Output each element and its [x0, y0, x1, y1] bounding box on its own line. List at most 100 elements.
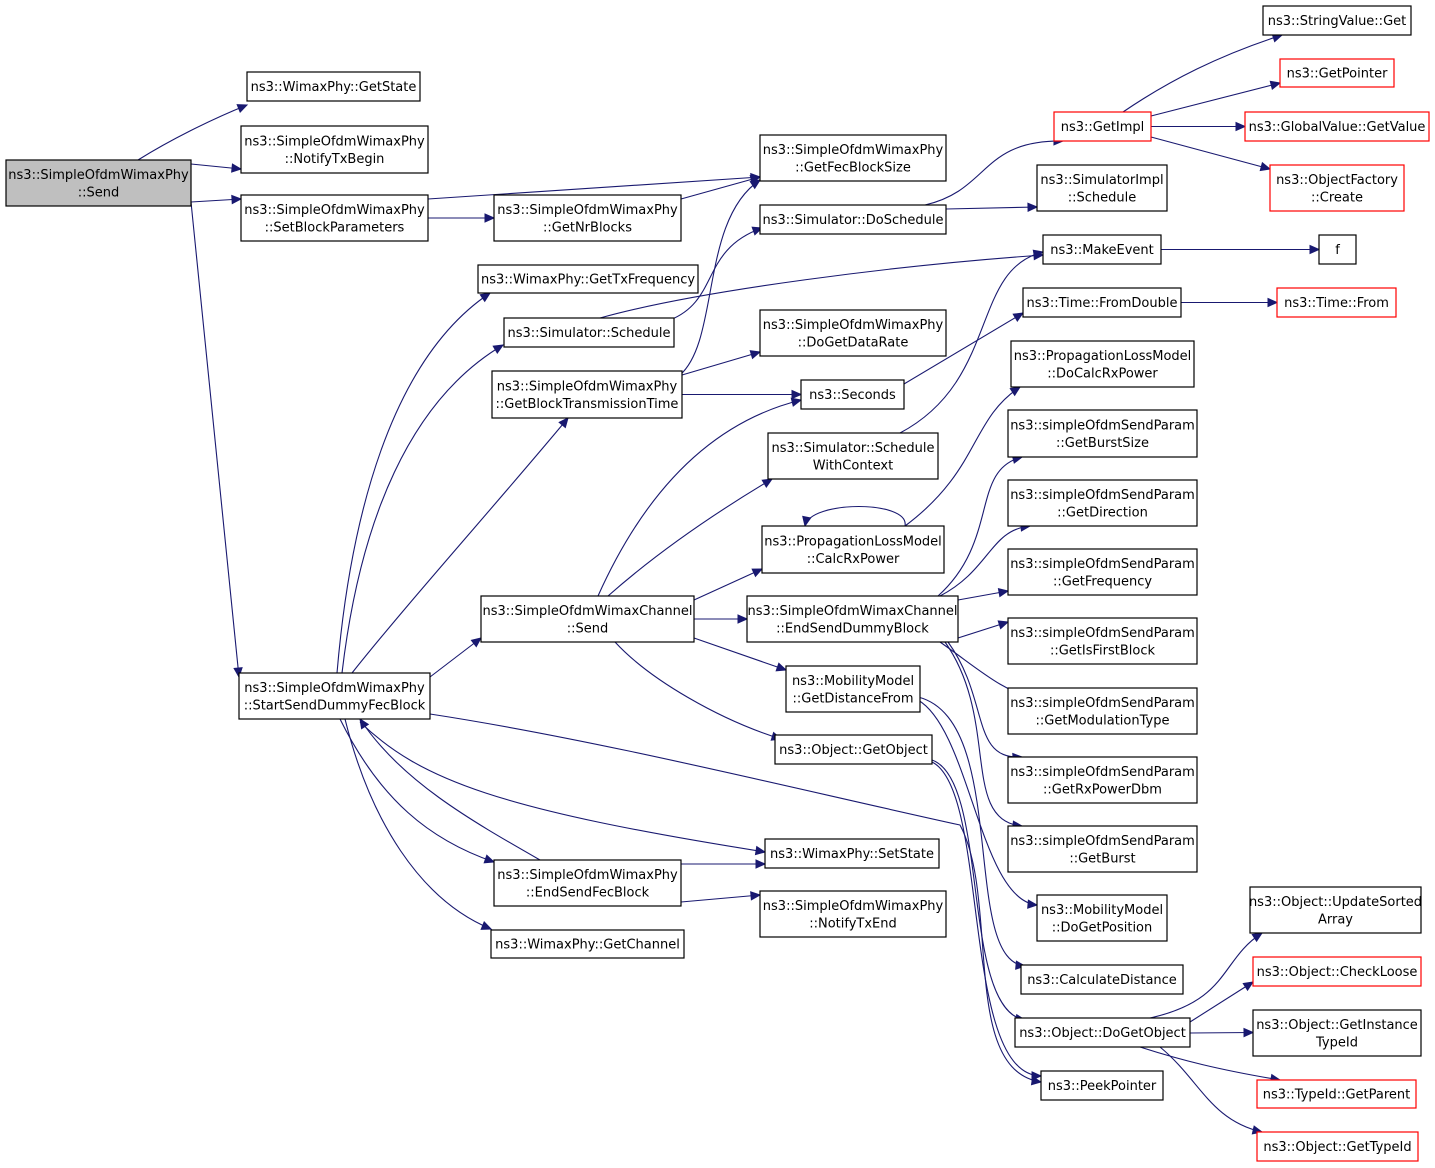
node-get-nr-blocks[interactable]: ns3::SimpleOfdmWimaxPhy::GetNrBlocks [493, 194, 682, 242]
node-get-channel[interactable]: ns3::WimaxPhy::GetChannel [490, 929, 685, 959]
node-box [1007, 617, 1198, 665]
node-label: ::GetModulationType [1036, 713, 1170, 728]
node-get-burst-size[interactable]: ns3::simpleOfdmSendParam::GetBurstSize [1007, 409, 1198, 458]
node-sim-impl-schedule[interactable]: ns3::SimulatorImpl::Schedule [1036, 164, 1168, 212]
edge-channel-send-to-end-send-dummy-arrowhead [737, 614, 749, 624]
node-box [1053, 111, 1152, 142]
node-get-object[interactable]: ns3::Object::GetObject [774, 734, 933, 765]
node-root[interactable]: ns3::SimpleOfdmWimaxPhy::Send [5, 159, 192, 207]
edge-calc-rx-power-to-calc-rx-power-arrowhead [802, 515, 812, 528]
edge-channel-send-to-calc-rx-power-arrowhead [751, 568, 764, 578]
node-set-block-params[interactable]: ns3::SimpleOfdmWimaxPhy::SetBlockParamet… [240, 194, 429, 242]
node-f[interactable]: f [1318, 234, 1357, 265]
node-box [1256, 1079, 1417, 1109]
node-get-impl[interactable]: ns3::GetImpl [1053, 111, 1152, 142]
node-peek-pointer[interactable]: ns3::PeekPointer [1040, 1070, 1164, 1101]
node-type-id-get-parent[interactable]: ns3::TypeId::GetParent [1256, 1079, 1417, 1109]
node-object-get-type-id[interactable]: ns3::Object::GetTypeId [1256, 1131, 1419, 1162]
edge-end-send-dummy-to-get-rx-power-dbm [947, 641, 1023, 758]
node-label: ns3::simpleOfdmSendParam [1010, 765, 1195, 780]
node-get-dist-from[interactable]: ns3::MobilityModel::GetDistanceFrom [785, 665, 921, 713]
node-label: ::GetFrequency [1053, 574, 1152, 589]
node-label: ::SetBlockParameters [265, 220, 405, 235]
node-get-is-first-block[interactable]: ns3::simpleOfdmSendParam::GetIsFirstBloc… [1007, 617, 1198, 665]
node-get-burst[interactable]: ns3::simpleOfdmSendParam::GetBurst [1007, 825, 1198, 873]
node-make-event[interactable]: ns3::MakeEvent [1042, 234, 1162, 265]
node-do-calc-rx-power[interactable]: ns3::PropagationLossModel::DoCalcRxPower [1010, 340, 1195, 388]
node-time-from[interactable]: ns3::Time::From [1276, 287, 1397, 318]
node-channel-send[interactable]: ns3::SimpleOfdmWimaxChannel::Send [480, 595, 695, 643]
node-get-fec-block-size[interactable]: ns3::SimpleOfdmWimaxPhy::GetFecBlockSize [759, 134, 947, 182]
node-box [240, 125, 429, 174]
node-box [761, 525, 945, 574]
edge-do-get-object-to-get-instance-type-id [1189, 1031, 1254, 1034]
edge-start-send-to-get-channel [344, 718, 492, 930]
node-box [1007, 479, 1198, 527]
edge-end-send-dummy-to-get-burst [944, 641, 1023, 827]
node-label: ns3::Simulator::Schedule [771, 441, 934, 456]
node-get-frequency[interactable]: ns3::simpleOfdmSendParam::GetFrequency [1007, 548, 1198, 596]
node-get-tx-freq[interactable]: ns3::WimaxPhy::GetTxFrequency [477, 264, 699, 294]
edge-from-double-to-time-from-arrowhead [1267, 297, 1279, 308]
node-seconds[interactable]: ns3::Seconds [800, 379, 905, 410]
node-start-send[interactable]: ns3::SimpleOfdmWimaxPhy::StartSendDummyF… [238, 672, 431, 720]
node-label: ns3::Seconds [809, 388, 896, 403]
node-box [240, 194, 429, 242]
node-sim-schedule[interactable]: ns3::Simulator::Schedule [503, 317, 675, 348]
node-do-get-data-rate[interactable]: ns3::SimpleOfdmWimaxPhy::DoGetDataRate [759, 309, 947, 357]
node-label: ns3::Object::CheckLoose [1257, 965, 1418, 980]
node-get-pointer[interactable]: ns3::GetPointer [1279, 58, 1395, 88]
node-get-direction[interactable]: ns3::simpleOfdmSendParam::GetDirection [1007, 479, 1198, 527]
node-notify-tx-begin[interactable]: ns3::SimpleOfdmWimaxPhy::NotifyTxBegin [240, 125, 429, 174]
node-object-factory-create[interactable]: ns3::ObjectFactory::Create [1269, 164, 1405, 212]
edge-get-dist-from-to-calc-distance [917, 696, 1026, 967]
node-label: ns3::PeekPointer [1048, 1079, 1157, 1094]
node-calc-rx-power[interactable]: ns3::PropagationLossModel::CalcRxPower [761, 525, 945, 574]
edge-channel-send-to-schedule-with-context [607, 478, 773, 597]
node-label: ns3::simpleOfdmSendParam [1010, 834, 1195, 849]
edge-seconds-to-from-double-arrowhead [1012, 312, 1025, 322]
node-label: ns3::Object::GetInstance [1256, 1018, 1418, 1033]
node-box [746, 595, 959, 643]
node-box [246, 71, 421, 102]
node-label: ::Send [78, 185, 120, 200]
edge-do-get-object-to-type-id-get-parent [1139, 1046, 1281, 1081]
node-get-state[interactable]: ns3::WimaxPhy::GetState [246, 71, 421, 102]
node-get-block-tx[interactable]: ns3::SimpleOfdmWimaxPhy::GetBlockTransmi… [491, 370, 683, 419]
node-notify-tx-end[interactable]: ns3::SimpleOfdmWimaxPhy::NotifyTxEnd [759, 890, 947, 938]
edge-root-to-get-state [137, 104, 248, 161]
edge-start-send-to-sim-schedule [341, 344, 504, 674]
node-set-state[interactable]: ns3::WimaxPhy::SetState [764, 838, 940, 869]
node-string-value-get[interactable]: ns3::StringValue::Get [1262, 5, 1412, 36]
node-box [759, 134, 947, 182]
node-label: ::StartSendDummyFecBlock [244, 698, 426, 713]
node-do-schedule[interactable]: ns3::Simulator::DoSchedule [759, 204, 947, 235]
edge-start-send-to-channel-send-arrowhead [470, 637, 482, 648]
node-label: ns3::SimpleOfdmWimaxPhy [244, 681, 425, 696]
node-label: ::GetNrBlocks [543, 220, 632, 235]
node-from-double[interactable]: ns3::Time::FromDouble [1022, 287, 1182, 318]
node-label: ns3::SimpleOfdmWimaxPhy [8, 168, 189, 183]
node-end-send-fec[interactable]: ns3::SimpleOfdmWimaxPhy::EndSendFecBlock [493, 859, 682, 907]
node-check-loose[interactable]: ns3::Object::CheckLoose [1252, 956, 1422, 987]
node-label: ::CalcRxPower [807, 552, 900, 567]
node-get-rx-power-dbm[interactable]: ns3::simpleOfdmSendParam::GetRxPowerDbm [1007, 756, 1198, 804]
node-label: ns3::Simulator::DoSchedule [762, 213, 943, 228]
node-get-mod-type[interactable]: ns3::simpleOfdmSendParam::GetModulationT… [1007, 687, 1198, 735]
node-box [503, 317, 675, 348]
node-box [785, 665, 921, 713]
node-box [5, 159, 192, 207]
node-do-get-position[interactable]: ns3::MobilityModel::DoGetPosition [1036, 894, 1168, 942]
node-end-send-dummy[interactable]: ns3::SimpleOfdmWimaxChannel::EndSendDumm… [746, 595, 959, 643]
edge-end-send-dummy-to-get-burst-size [937, 456, 1023, 597]
edge-get-dist-from-to-do-get-position-arrowhead [1027, 899, 1039, 909]
node-box [238, 672, 431, 720]
edge-channel-send-to-seconds [597, 399, 802, 597]
node-do-get-object[interactable]: ns3::Object::DoGetObject [1014, 1017, 1191, 1048]
node-label: ::Send [567, 621, 609, 636]
node-global-value-get[interactable]: ns3::GlobalValue::GetValue [1244, 111, 1430, 142]
node-calc-distance[interactable]: ns3::CalculateDistance [1020, 964, 1184, 995]
